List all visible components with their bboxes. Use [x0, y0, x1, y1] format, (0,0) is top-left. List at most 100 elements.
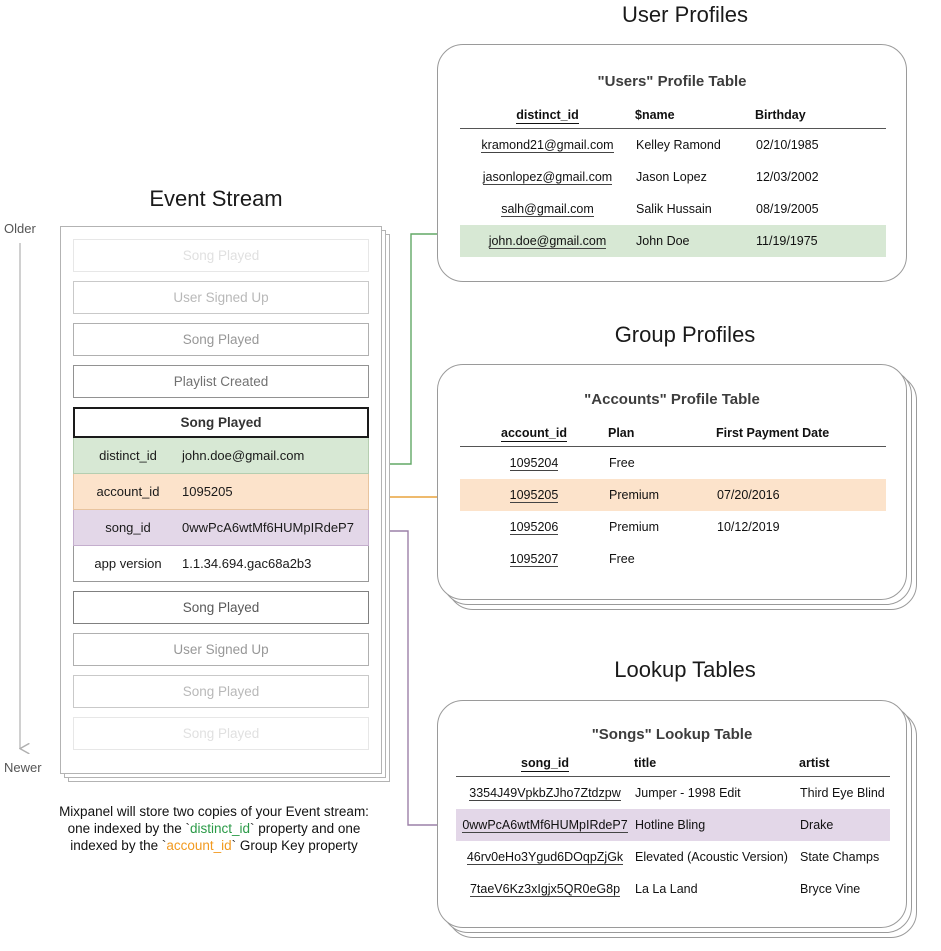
table-row[interactable]: 1095206 Premium 10/12/2019: [460, 511, 886, 543]
cell-plan: Free: [609, 552, 635, 566]
cell-song-id: 3354J49VpkbZJho7Ztdzpw: [469, 786, 621, 801]
accounts-table-title: "Accounts" Profile Table: [584, 391, 760, 408]
caption-line-3: indexed by the `account_id` Group Key pr…: [70, 838, 358, 853]
table-row[interactable]: 3354J49VpkbZJho7Ztdzpw Jumper - 1998 Edi…: [456, 777, 890, 810]
group-profiles-panel: "Accounts" Profile Table account_id Plan…: [437, 364, 917, 610]
property-key: distinct_id: [99, 448, 157, 463]
caption-line-2: one indexed by the `distinct_id` propert…: [67, 821, 361, 836]
column-header-title: title: [634, 756, 657, 770]
cell-name: John Doe: [635, 225, 755, 257]
cell-distinct-id: jasonlopez@gmail.com: [482, 170, 613, 185]
cell-name: Jason Lopez: [636, 170, 707, 184]
caption-line2-suffix: property and one: [254, 821, 361, 836]
cell-song-id: 7taeV6Kz3xIgjx5QR0eG8p: [469, 882, 621, 897]
column-header-first-payment-date: First Payment Date: [716, 426, 830, 440]
table-row-highlighted[interactable]: 1095205 Premium 07/20/2016: [460, 479, 886, 511]
table-header-row: distinct_id $name Birthday: [460, 108, 886, 129]
cell-name: Salik Hussain: [636, 202, 712, 216]
cell-distinct-id: kramond21@gmail.com: [481, 138, 614, 153]
cell-song-id: 0wwPcA6wtMf6HUMpIRdeP7: [462, 818, 628, 833]
event-list: Song Played User Signed Up Song Played P…: [60, 226, 382, 774]
cell-first-payment-date: [716, 447, 886, 480]
timeline-older-label: Older: [4, 221, 36, 236]
users-table-title: "Users" Profile Table: [597, 73, 747, 90]
column-header-name: $name: [635, 108, 675, 122]
cell-title: Jumper - 1998 Edit: [635, 786, 741, 800]
column-header-song-id: song_id: [521, 756, 569, 772]
stream-caption: Mixpanel will store two copies of your E…: [24, 803, 404, 854]
cell-plan: Premium: [608, 479, 716, 511]
table-row[interactable]: jasonlopez@gmail.com Jason Lopez 12/03/2…: [460, 161, 886, 193]
event-item[interactable]: Song Played: [73, 591, 369, 624]
caption-line3-prefix: indexed by the: [70, 838, 162, 853]
cell-artist: Bryce Vine: [800, 882, 861, 896]
caption-line2-prefix: one indexed by the: [67, 821, 186, 836]
users-card: "Users" Profile Table distinct_id $name …: [437, 44, 907, 282]
event-property-row: app version 1.1.34.694.gac68a2b3: [73, 546, 369, 582]
column-header-plan: Plan: [608, 426, 635, 440]
table-header-row: song_id title artist: [456, 756, 890, 777]
cell-account-id: 1095206: [509, 520, 559, 535]
column-header-birthday: Birthday: [755, 108, 806, 122]
cell-name: Kelley Ramond: [636, 138, 721, 152]
property-value: 1095205: [182, 484, 233, 499]
table-row[interactable]: 1095204 Free: [460, 447, 886, 480]
cell-account-id: 1095205: [509, 488, 559, 503]
property-value: john.doe@gmail.com: [182, 448, 305, 463]
event-stream-panel: Song Played User Signed Up Song Played P…: [60, 226, 390, 782]
table-row-highlighted[interactable]: 0wwPcA6wtMf6HUMpIRdeP7 Hotline Bling Dra…: [456, 809, 890, 841]
caption-line-1: Mixpanel will store two copies of your E…: [59, 804, 369, 819]
expanded-event-card[interactable]: Song Played distinct_id john.doe@gmail.c…: [73, 407, 369, 582]
cell-artist: Third Eye Blind: [800, 786, 885, 800]
cell-artist: State Champs: [800, 850, 880, 864]
cell-plan: Premium: [609, 520, 660, 534]
cell-birthday: 12/03/2002: [756, 170, 819, 184]
lookup-tables-title: Lookup Tables: [614, 657, 756, 682]
cell-account-id: 1095207: [509, 552, 559, 567]
table-row[interactable]: 1095207 Free: [460, 543, 886, 575]
cell-plan: Free: [609, 456, 635, 470]
event-item[interactable]: Song Played: [73, 675, 369, 708]
table-row[interactable]: 46rv0eHo3Ygud6DOqpZjGk Elevated (Acousti…: [456, 841, 890, 873]
event-property-row: account_id 1095205: [73, 474, 369, 510]
event-item[interactable]: Song Played: [73, 239, 369, 272]
property-value: 1.1.34.694.gac68a2b3: [182, 556, 312, 571]
table-row-highlighted[interactable]: john.doe@gmail.com John Doe 11/19/1975: [460, 225, 886, 257]
event-item[interactable]: Song Played: [73, 717, 369, 750]
songs-table-title: "Songs" Lookup Table: [591, 726, 753, 743]
cell-birthday: 11/19/1975: [755, 225, 886, 257]
caption-line3-suffix: Group Key property: [236, 838, 358, 853]
caption-distinct-id-code: distinct_id: [189, 821, 251, 836]
property-key: account_id: [96, 484, 160, 499]
cell-title: Elevated (Acoustic Version): [635, 850, 788, 864]
property-key: song_id: [105, 520, 151, 535]
cell-first-payment-date: 10/12/2019: [717, 520, 780, 534]
event-item[interactable]: User Signed Up: [73, 281, 369, 314]
cell-distinct-id: salh@gmail.com: [501, 202, 594, 217]
cell-song-id: 46rv0eHo3Ygud6DOqpZjGk: [466, 850, 624, 865]
event-property-row: song_id 0wwPcA6wtMf6HUMpIRdeP7: [73, 510, 369, 546]
table-row[interactable]: 7taeV6Kz3xIgjx5QR0eG8p La La Land Bryce …: [456, 873, 890, 905]
lookup-tables-panel: "Songs" Lookup Table song_id title artis…: [437, 700, 927, 948]
user-profiles-panel: "Users" Profile Table distinct_id $name …: [437, 44, 917, 282]
cell-title: Hotline Bling: [634, 809, 799, 841]
table-row[interactable]: kramond21@gmail.com Kelley Ramond 02/10/…: [460, 129, 886, 162]
accounts-card: "Accounts" Profile Table account_id Plan…: [437, 364, 907, 600]
property-value: 0wwPcA6wtMf6HUMpIRdeP7: [182, 520, 354, 535]
expanded-event-name: Song Played: [73, 407, 369, 438]
cell-title: La La Land: [635, 882, 698, 896]
event-item[interactable]: Song Played: [73, 323, 369, 356]
column-header-artist: artist: [799, 756, 830, 770]
cell-distinct-id: john.doe@gmail.com: [488, 234, 607, 249]
event-item[interactable]: User Signed Up: [73, 633, 369, 666]
event-stream-title: Event Stream: [149, 186, 283, 211]
cell-first-payment-date: [716, 543, 886, 575]
cell-birthday: 02/10/1985: [756, 138, 819, 152]
table-row[interactable]: salh@gmail.com Salik Hussain 08/19/2005: [460, 193, 886, 225]
cell-account-id: 1095204: [509, 456, 559, 471]
timeline-newer-label: Newer: [4, 760, 42, 775]
group-profiles-title: Group Profiles: [614, 322, 756, 347]
event-item[interactable]: Playlist Created: [73, 365, 369, 398]
users-table: distinct_id $name Birthday kramond21@gma…: [460, 108, 886, 257]
cell-artist: Drake: [799, 809, 890, 841]
